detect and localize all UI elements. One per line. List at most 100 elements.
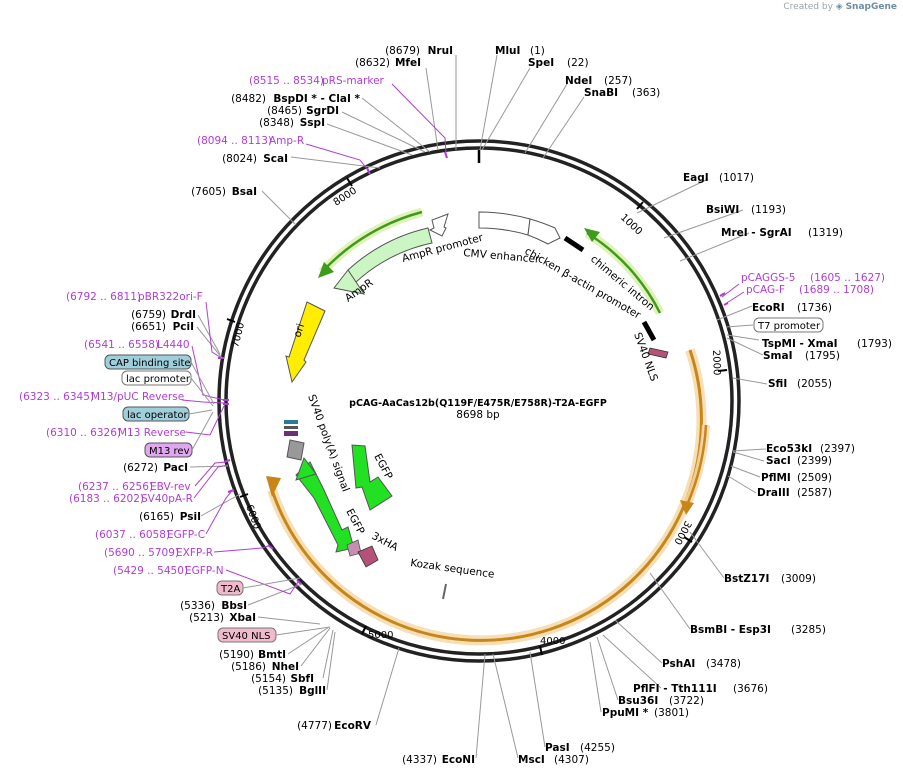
cds-arrowhead [266,476,281,497]
cap-binding-site-label: CAP binding site [109,358,191,369]
threexha-marker [357,545,379,568]
primer-prs-marker: pRS-marker [322,75,385,87]
enzyme-pflmi: PflMI [761,472,791,484]
credit-prefix: Created by [783,2,833,12]
enzyme-sbfi: SbfI [290,673,314,685]
credit-brand: SnapGene [845,2,897,12]
enzyme-eco53ki: Eco53kI [766,443,812,455]
primer-leader-lines [181,83,745,595]
enzyme-mfei: MfeI [395,57,421,69]
primer-m13-puc-reverse-range: (6323 .. 6345) [19,391,94,403]
enzyme-bsiwi-pos: (1193) [751,204,786,216]
enzyme-psii-pos: (6165) [139,511,174,523]
primer-ebv-rev: EBV-rev [150,481,191,493]
enzyme-bglii: BglII [299,685,326,697]
enzyme-pasi: PasI [545,742,570,754]
enzyme-scai-pos: (8024) [222,153,257,165]
ampr-arrow [333,227,433,295]
chimeric-intron-arrowhead [584,228,600,242]
enzyme-pasi-pos: (4255) [580,742,615,754]
primer-exfp-r: EXFP-R [176,547,213,559]
enzyme-tspmi-xmai-pos: (1793) [857,338,892,350]
enzyme-nhei-pos: (5186) [231,661,266,673]
sv40-nls-label: SV40 NLS [222,631,271,642]
enzyme-ndei-pos: (257) [604,75,632,87]
enzyme-ecorv-pos: (4777) [297,720,332,732]
enzyme-labels-left: NruI (8679) MfeI (8632) BspDI * - ClaI *… [123,45,475,766]
enzyme-smai-pos: (1795) [805,350,840,362]
enzyme-ppumi-pos: (3801) [654,707,689,719]
primer-prs-marker-range: (8515 .. 8534) [249,75,324,87]
ampr-top-arrowhead [318,262,334,278]
enzyme-bstz17i-pos: (3009) [781,573,816,585]
primer-pbr322ori-f: pBR322ori-F [138,291,203,303]
enzyme-bsai: BsaI [232,186,257,198]
egfp-outer-arrow [295,461,355,553]
enzyme-mrei-sgrai-pos: (1319) [808,227,843,239]
sv40-nls-marker [647,347,669,359]
enzyme-labels-right: MluI (1) SpeI (22) NdeI (257) SnaBI (363… [495,45,892,766]
enzyme-sspi: SspI [300,117,325,129]
primer-pcag-f-range: (1689 .. 1708) [799,284,874,296]
primer-pcaggs-5: pCAGGS-5 [741,272,795,284]
enzyme-xbai-pos: (5213) [189,612,224,624]
enzyme-eagi: EagI [683,172,709,184]
inner-cds-arc [685,424,708,506]
enzyme-ecori: EcoRI [752,302,785,314]
primer-egfp-n-range: (5429 .. 5450) [113,565,188,577]
enzyme-snabi-pos: (363) [632,87,660,99]
enzyme-draiii-pos: (2587) [797,487,832,499]
enzyme-sbfi-pos: (5154) [251,673,286,685]
primer-pcag-f: pCAG-F [746,284,785,296]
egfp-inner-arrow [351,444,393,511]
primer-sv40pa-r-range: (6183 .. 6202) [69,493,144,505]
tick-label-7000: 7000 [230,321,247,348]
primer-amp-r-range: (8094 .. 8113) [197,135,272,147]
sv40-polya-markers [284,420,305,461]
enzyme-bbsi: BbsI [221,600,247,612]
primer-pcaggs-5-range: (1605 .. 1627) [810,272,885,284]
tick-label-1000: 1000 [618,212,644,237]
snapgene-logo-icon: ◈ [835,2,843,12]
lac-operator-label: lac operator [127,410,188,421]
primer-ebv-rev-range: (6237 .. 6256) [78,481,153,493]
enzyme-ppumi: PpuMI * [602,707,649,719]
enzyme-msci-pos: (4307) [554,754,589,766]
egfp-inner-label: EGFP [371,452,394,482]
primer-m13-puc-reverse: M13/pUC Reverse [91,391,184,403]
enzyme-eco53ki-pos: (2397) [820,443,855,455]
enzyme-ecorv: EcoRV [334,720,372,732]
enzyme-draiii: DraIII [757,487,790,499]
primer-sv40pa-r: SV40pA-R [141,493,193,505]
tick-marks [226,177,728,656]
ampr-promoter-arrow [428,213,449,237]
enzyme-bmti: BmtI [258,649,286,661]
primer-egfp-c: EGFP-C [167,529,205,541]
enzyme-bsmbi-esp3i: BsmBI - Esp3I [690,624,771,636]
enzyme-sfii: SfiI [768,378,787,390]
chicken-promoter-arrow [527,218,561,245]
inner-cds-arrowhead [680,500,694,515]
enzyme-bglii-pos: (5135) [258,685,293,697]
enzyme-smai: SmaI [763,350,793,362]
ampr-top-arc [321,210,423,273]
tick-label-2000: 2000 [710,350,722,376]
t7-promoter-label: T7 promoter [757,321,821,332]
enzyme-sgrdi-pos: (8465) [267,105,302,117]
enzyme-msci: MscI [518,754,545,766]
ori-arrow [285,301,326,384]
enzyme-pflmi-pos: (2509) [797,472,832,484]
enzyme-pshai-pos: (3478) [706,658,741,670]
enzyme-pcii-pos: (6651) [131,321,166,333]
primer-l4440: L4440 [157,339,190,351]
enzyme-mlui: MluI [495,45,520,57]
chimeric-intron-arc [586,231,662,314]
enzyme-xbai: XbaI [229,612,256,624]
kozak-label: Kozak sequence [410,557,496,581]
egfp-outer-arrowhead [295,456,317,481]
enzyme-nhei: NheI [272,661,299,673]
m13-rev-label: M13 rev [149,446,190,457]
primer-exfp-r-range: (5690 .. 5709) [104,547,179,559]
enzyme-bstz17i: BstZ17I [724,573,769,585]
